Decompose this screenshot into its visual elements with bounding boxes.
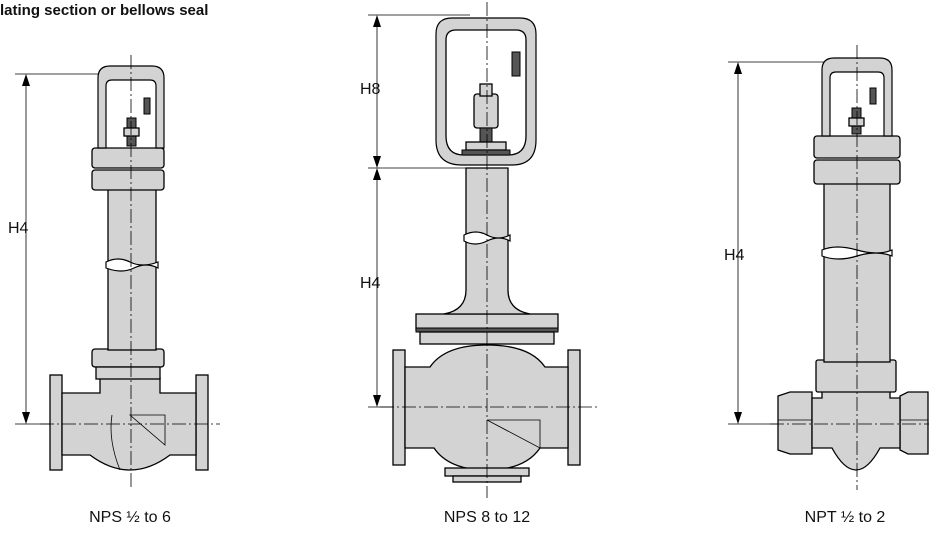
dimension-label-h4: H4 [8,220,29,237]
section-heading: lating section or bellows seal [0,2,209,19]
dimension-label-h4-2: H4 [360,275,381,292]
caption-view-2: NPS 8 to 12 [443,509,531,526]
caption-view-3: NPT ½ to 2 [804,509,886,526]
valve-view-1: H4 [8,55,220,490]
valve-view-3: H4 [724,45,929,490]
valve-view-2: H8 H4 [360,2,600,498]
dimension-label-h8: H8 [360,81,381,98]
dimension-label-h4-3: H4 [724,247,745,264]
caption-view-1: NPS ½ to 6 [89,509,171,526]
